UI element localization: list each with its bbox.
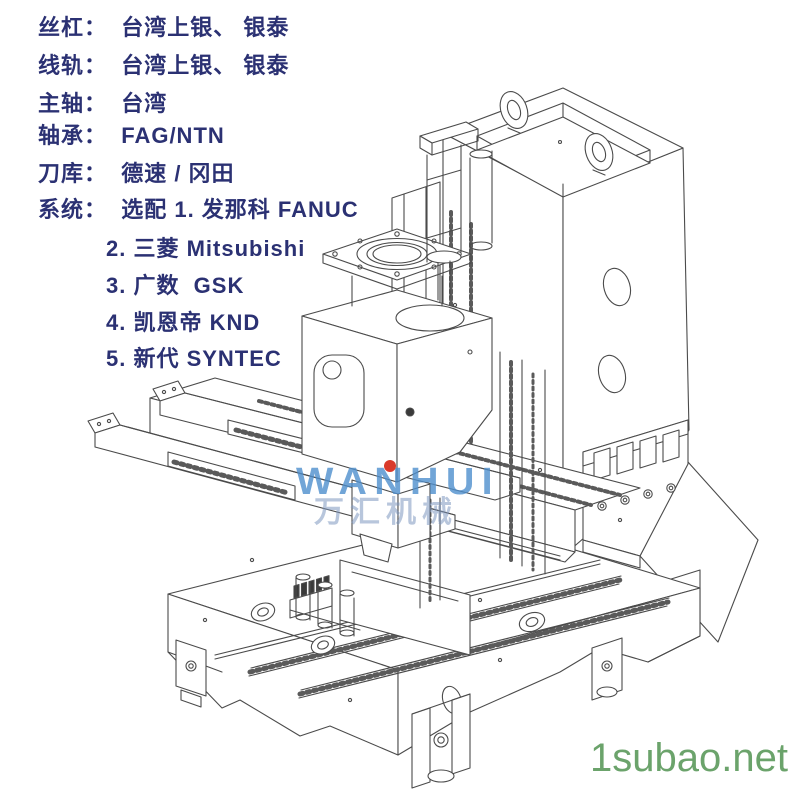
spec-line: 5. 新代 SYNTEC <box>106 346 282 371</box>
spec-line: 丝杠： 台湾上银、 银泰 <box>38 15 290 40</box>
spec-line: 4. 凯恩帝 KND <box>106 310 261 335</box>
spec-line: 轴承： FAG/NTN <box>38 123 225 148</box>
detail-bolts <box>202 302 623 703</box>
head-bottom-cylinders <box>289 573 361 637</box>
spec-line: 刀库： 德速 / 冈田 <box>38 161 235 186</box>
spec-line: 主轴： 台湾 <box>38 91 168 116</box>
spec-line: 线轨： 台湾上银、 银泰 <box>38 53 290 78</box>
spindle-head <box>301 289 493 563</box>
brand-watermark-cn: 万汇机械 <box>314 496 458 529</box>
spindle-motor-flange <box>322 228 472 307</box>
spec-line: 3. 广数 GSK <box>106 273 245 298</box>
brand-dot-icon <box>384 460 396 472</box>
counterbalance-cylinder <box>419 121 493 301</box>
spec-line: 系统： 选配 1. 发那科 FANUC <box>38 197 359 222</box>
spec-line: 2. 三菱 Mitsubishi <box>106 236 306 261</box>
leveling-foot <box>175 637 623 789</box>
site-watermark: 1subao.net <box>590 736 788 780</box>
bearing-housing <box>250 602 546 655</box>
eye-bolt-icon <box>499 91 614 176</box>
